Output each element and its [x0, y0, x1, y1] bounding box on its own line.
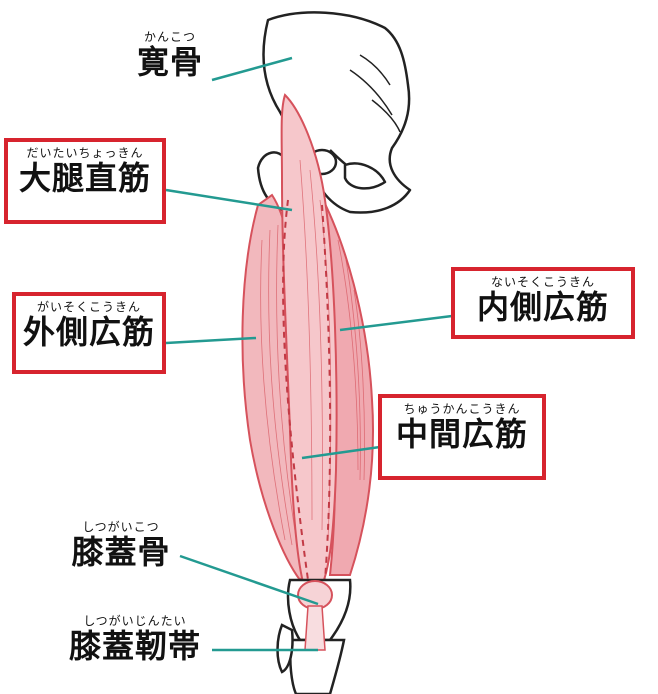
name-shitsugaikotsu: 膝蓋骨 [71, 533, 171, 571]
name-gaisokukoukin: 外側広筋 [22, 313, 155, 351]
label-naisokukoukin: ないそくこうきん 内側広筋 [451, 267, 635, 339]
label-shitsugaijintai: しつがいじんたい 膝蓋靭帯 [60, 614, 210, 664]
ruby-naisokukoukin: ないそくこうきん [490, 275, 595, 289]
ruby-kankotsu: かんこつ [143, 30, 196, 44]
ruby-shitsugaijintai: しつがいじんたい [83, 614, 187, 628]
name-kankotsu: 寛骨 [136, 43, 203, 81]
leader-lines [165, 56, 453, 652]
ruby-shitsugaikotsu: しつがいこつ [82, 520, 160, 534]
name-shitsugaijintai: 膝蓋靭帯 [68, 627, 201, 665]
patellar-ligament [304, 605, 326, 651]
label-gaisokukoukin: がいそくこうきん 外側広筋 [12, 292, 166, 374]
ruby-chuukankoukin: ちゅうかんこうきん [403, 402, 521, 416]
label-daitaichokkin: だいたいちょっきん 大腿直筋 [4, 138, 166, 224]
ruby-daitaichokkin: だいたいちょっきん [26, 146, 144, 160]
name-naisokukoukin: 内側広筋 [476, 288, 609, 326]
label-kankotsu: かんこつ 寛骨 [128, 30, 212, 80]
name-chuukankoukin: 中間広筋 [395, 415, 528, 453]
label-chuukankoukin: ちゅうかんこうきん 中間広筋 [378, 394, 546, 480]
label-shitsugaikotsu: しつがいこつ 膝蓋骨 [62, 520, 180, 570]
quadriceps-muscles [241, 93, 374, 591]
ruby-gaisokukoukin: がいそくこうきん [36, 300, 141, 314]
name-daitaichokkin: 大腿直筋 [18, 159, 151, 197]
